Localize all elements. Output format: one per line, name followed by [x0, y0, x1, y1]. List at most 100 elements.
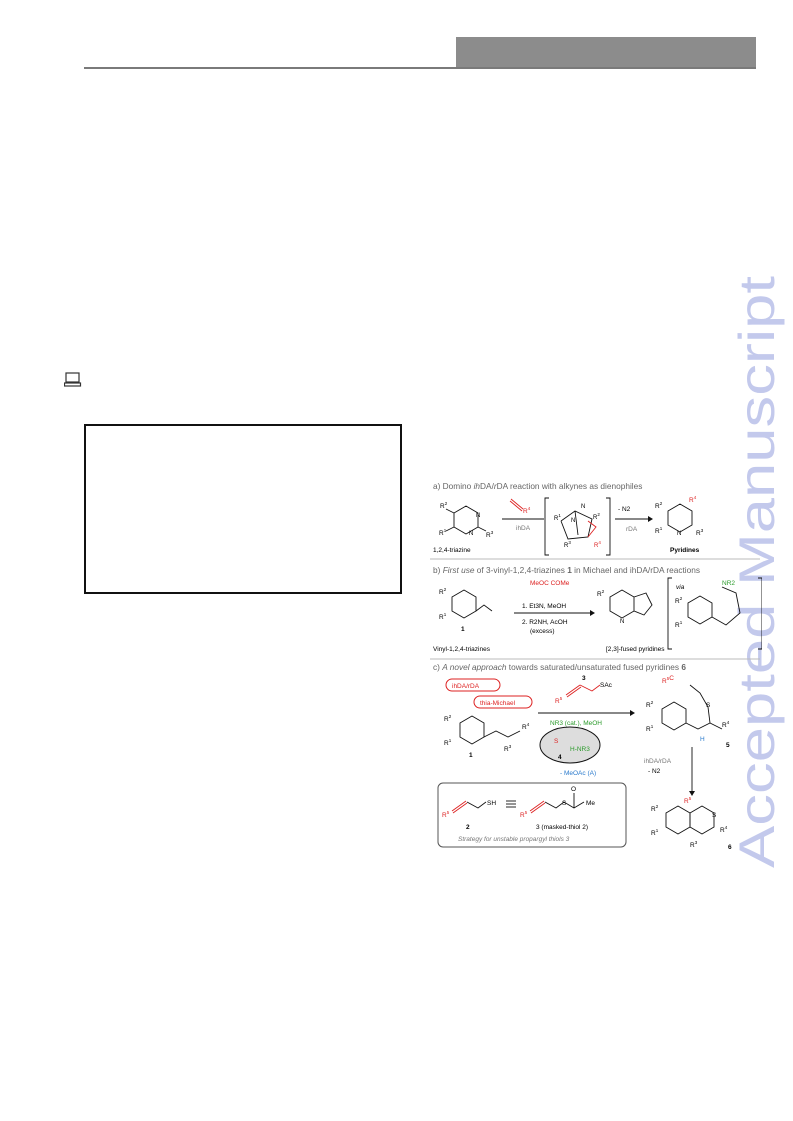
svg-text:R5: R5 [442, 810, 450, 819]
svg-text:S: S [562, 800, 567, 807]
compound-2-label: 2 [466, 824, 470, 831]
svg-text:H: H [700, 736, 705, 743]
adduct-5-structure [661, 684, 723, 731]
svg-text:R1: R1 [554, 513, 561, 522]
vinyl-triazine-label: Vinyl-1,2,4-triazines [433, 646, 491, 653]
header-rule [84, 67, 756, 69]
svg-text:R1: R1 [646, 724, 654, 733]
via-label: via [676, 584, 685, 591]
svg-text:R2: R2 [646, 700, 654, 709]
svg-text:R2: R2 [651, 804, 659, 813]
svg-text:R2: R2 [675, 596, 683, 605]
condition-3: (excess) [530, 628, 555, 635]
accepted-manuscript-watermark: Accepted Manuscript [730, 276, 785, 868]
nr2-label: NR2 [722, 580, 735, 587]
alkyne-structure [509, 498, 524, 512]
fused-pyridine-6-structure [665, 805, 715, 835]
panel-b-header: b) First use of 3-vinyl-1,2,4-triazines … [433, 565, 700, 575]
svg-text:N: N [677, 531, 681, 537]
triazine-structure [445, 505, 487, 535]
compound-1-label: 1 [461, 626, 465, 633]
svg-text:N: N [620, 619, 624, 625]
compound-1c-label: 1 [469, 752, 473, 759]
cycle-hnr-label: H-NR3 [570, 746, 590, 753]
bubble-thia-michael [473, 695, 533, 709]
svg-text:R2: R2 [440, 501, 448, 510]
watermark-text: Accepted Manuscript [730, 276, 785, 868]
svg-text:N: N [571, 518, 575, 524]
strategy-caption: Strategy for unstable propargyl thiols 3 [458, 836, 570, 843]
svg-text:R5: R5 [555, 696, 563, 705]
condition-2: 2. R2NH, AcOH [522, 619, 568, 626]
propargyl-thioacetate-structure [565, 684, 601, 698]
me-label: Me [586, 800, 595, 807]
svg-text:R4: R4 [594, 540, 601, 549]
computer-icon [64, 372, 82, 387]
svg-text:S: S [706, 702, 711, 709]
svg-text:R2: R2 [593, 512, 600, 521]
svg-text:S: S [712, 812, 717, 819]
svg-text:R5C: R5C [662, 675, 674, 685]
step-label-c: ihDA/rDA [644, 758, 672, 765]
svg-text:S: S [554, 738, 559, 745]
header-tab [456, 37, 756, 69]
masked-thiol-label: 3 (masked-thiol 2) [536, 824, 588, 831]
pyridines-label: Pyridines [670, 547, 700, 554]
svg-text:R1: R1 [655, 526, 663, 535]
svg-text:R1: R1 [444, 738, 452, 747]
triazine-1-structure [459, 715, 521, 745]
svg-text:R4: R4 [720, 825, 728, 834]
triazine-label: 1,2,4-triazine [433, 547, 471, 554]
svg-text:R3: R3 [486, 530, 494, 539]
panel-a-header: a) Domino ihDA/rDA reaction with alkynes… [433, 481, 642, 491]
bubble-thia-michael-label: thia-Michael [480, 700, 516, 707]
graphical-abstract-box [84, 424, 402, 594]
compound-5-label: 5 [726, 742, 730, 749]
catalytic-cycle [539, 726, 601, 764]
svg-text:R5: R5 [520, 810, 528, 819]
cycle-out-label: - MeOAc (A) [560, 770, 596, 777]
svg-text:R2: R2 [444, 714, 452, 723]
panel-c-header: c) A novel approach towards saturated/un… [433, 662, 686, 672]
svg-text:R4: R4 [689, 495, 697, 504]
svg-text:R3: R3 [564, 540, 571, 549]
svg-text:R1: R1 [439, 528, 447, 537]
diketone-reagent: MeOC COMe [530, 580, 570, 587]
compound-6-label: 6 [728, 844, 732, 851]
svg-text:R1: R1 [439, 612, 447, 621]
svg-text:R4: R4 [522, 722, 530, 731]
svg-text:R3: R3 [504, 744, 512, 753]
base-condition: NR3 (cat.), MeOH [550, 720, 602, 727]
svg-text:R4: R4 [722, 720, 730, 729]
svg-text:R2: R2 [597, 589, 605, 598]
step-label-ihda: ihDA [516, 525, 531, 532]
vinyl-triazine-structure [451, 589, 493, 619]
condition-1: 1. Et3N, MeOH [522, 603, 566, 610]
svg-text:R4: R4 [523, 506, 531, 515]
svg-text:N: N [469, 531, 473, 537]
svg-text:R3: R3 [696, 528, 704, 537]
reaction-scheme: a) Domino ihDA/rDA reaction with alkynes… [430, 481, 762, 851]
step-label-n2: - N2 [618, 506, 631, 513]
svg-text:SH: SH [487, 800, 496, 807]
svg-text:R2: R2 [439, 587, 447, 596]
fused-pyridine-label: [2,3]-fused pyridines [606, 646, 665, 653]
step-n2-c: - N2 [648, 768, 661, 775]
svg-text:R1: R1 [651, 828, 659, 837]
svg-text:O: O [571, 786, 576, 793]
sac-label: SAc [600, 682, 613, 689]
svg-text:R3: R3 [690, 840, 698, 849]
svg-text:N: N [476, 513, 480, 519]
svg-text:R5: R5 [684, 796, 692, 805]
bubble-ihda-label: ihDA/rDA [452, 683, 480, 690]
strategy-box [437, 782, 627, 848]
svg-text:R1: R1 [675, 620, 683, 629]
svg-text:N: N [581, 504, 585, 510]
step-label-rda: rDA [626, 526, 638, 533]
via-intermediate [667, 577, 762, 650]
bicyclic-intermediate [544, 497, 611, 556]
fused-pyridine-structure [609, 589, 653, 619]
svg-text:R2: R2 [655, 501, 663, 510]
compound-3-label: 3 [582, 675, 586, 682]
bubble-ihda [445, 678, 501, 692]
